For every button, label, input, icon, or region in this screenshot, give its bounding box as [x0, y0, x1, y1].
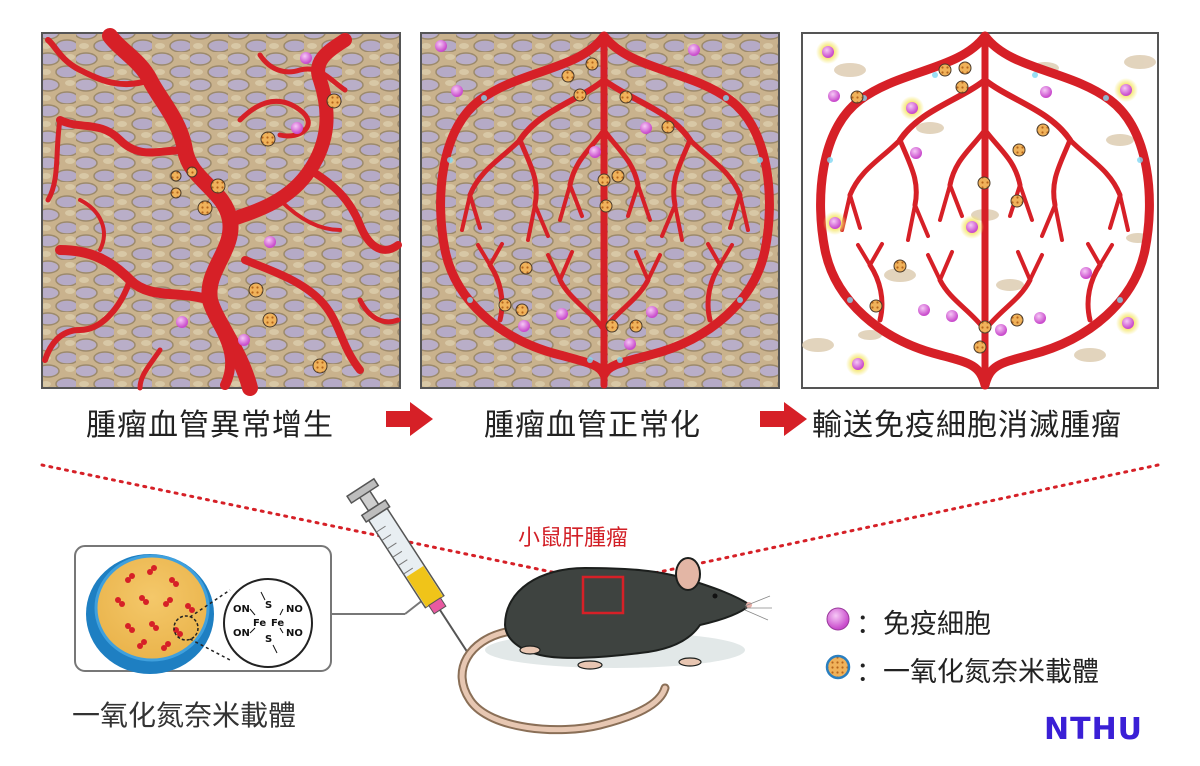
abnormal-vessel-network: [42, 28, 402, 396]
panel-3-caption: 輸送免疫細胞消滅腫瘤: [812, 408, 1122, 443]
panel-immune-killing: [801, 31, 1159, 390]
pericytes-panel-3: [827, 72, 1143, 303]
progression-arrows: [386, 402, 807, 436]
legend-immune-cell-label: ：免疫細胞: [856, 609, 991, 640]
atom-on-2: ON: [233, 628, 250, 639]
atom-fe-1: Fe: [253, 618, 266, 629]
activated-immune-cells: [816, 40, 1140, 376]
legend-immune-cell-icon: [826, 607, 850, 631]
arrow-2-icon: [760, 402, 807, 436]
legend-icons: [825, 607, 851, 680]
mouse-eye: [712, 593, 718, 599]
tumor-cell-debris: [802, 55, 1156, 362]
nanocarriers-panel-2: [498, 57, 675, 333]
mouse-paws: [519, 645, 702, 670]
zoom-connectors: [189, 589, 231, 661]
iron-sulfur-nitrosyl-molecule: ON ON NO NO Fe Fe S S: [223, 578, 313, 668]
nanocarriers-panel-3: [850, 61, 1050, 354]
panel-2-caption: 腫瘤血管正常化: [484, 408, 701, 443]
atom-no-1: NO: [286, 604, 303, 615]
zoom-circle: [173, 615, 199, 641]
immune-cells-panel-2: [435, 40, 700, 350]
zoom-lines: [40, 463, 1160, 582]
atom-on-1: ON: [233, 604, 250, 615]
atom-s-2: S: [265, 634, 272, 645]
nanocarrier-label: 一氧化氮奈米載體: [72, 699, 297, 732]
panel-1-caption: 腫瘤血管異常增生: [86, 408, 334, 443]
arrow-1-icon: [386, 402, 433, 436]
pericytes-panel-2: [447, 95, 763, 363]
mouse-whiskers: [744, 595, 772, 621]
syringe-icon: [346, 477, 472, 658]
mouse-liver-tumor-label: 小鼠肝腫瘤: [518, 526, 629, 551]
atom-no-2: NO: [286, 628, 303, 639]
panel-normalized-vessels: [420, 31, 780, 389]
nanocarrier-particle-icon: [86, 554, 214, 674]
mouse-illustration: [457, 557, 772, 735]
nthu-logo: NTHU: [1044, 712, 1144, 747]
panel-abnormal-vessels: [41, 28, 402, 396]
nanocarriers-panel-1: [170, 93, 342, 374]
normalized-vessel-network-3: [816, 31, 1154, 390]
molecule-bonds: [249, 591, 284, 654]
legend-nanocarrier-label: ：一氧化氮奈米載體: [856, 657, 1099, 688]
mouse-ear: [675, 557, 701, 591]
nanocarrier-inset: ON ON NO NO Fe Fe S S: [74, 545, 429, 674]
immune-cells-panel-1: [176, 52, 312, 346]
atom-fe-2: Fe: [271, 618, 284, 629]
legend-nanocarrier-icon: [825, 654, 851, 680]
atom-s-1: S: [265, 600, 272, 611]
liver-tumor-site: [581, 575, 625, 615]
